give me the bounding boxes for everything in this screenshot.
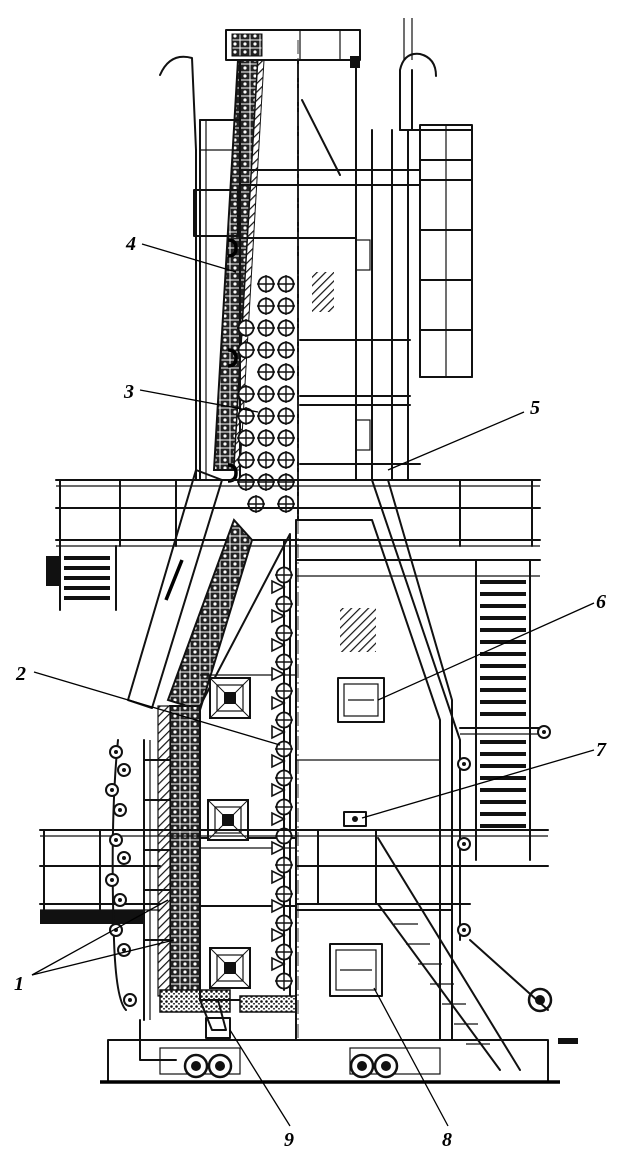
leader-3 bbox=[139, 389, 259, 413]
callout-4: 4 bbox=[125, 233, 136, 255]
callout-1: 1 bbox=[14, 973, 24, 995]
upper-shaft bbox=[212, 29, 421, 1040]
callout-9: 9 bbox=[284, 1129, 294, 1151]
callout-labels: 1 2 3 4 5 6 7 8 9 bbox=[14, 233, 607, 1151]
callout-2: 2 bbox=[15, 663, 26, 685]
callout-6: 6 bbox=[596, 591, 606, 613]
leader-5 bbox=[387, 411, 525, 471]
leader-9 bbox=[229, 1029, 291, 1127]
right-lower-chamber bbox=[295, 479, 461, 1041]
lower-body bbox=[127, 469, 297, 1039]
leader-4 bbox=[141, 243, 237, 273]
right-upper-frame bbox=[355, 18, 473, 481]
leader-6 bbox=[377, 602, 595, 701]
right-stair bbox=[459, 559, 551, 861]
callout-leaders bbox=[31, 243, 595, 1127]
leader-1b bbox=[31, 939, 175, 976]
callout-8: 8 bbox=[442, 1129, 452, 1151]
callout-5: 5 bbox=[530, 397, 540, 419]
callout-3: 3 bbox=[123, 381, 134, 403]
middle-platform bbox=[46, 479, 541, 611]
left-nozzle-array bbox=[105, 739, 471, 1061]
leader-2 bbox=[33, 671, 281, 746]
leader-8 bbox=[373, 987, 449, 1127]
leader-1a bbox=[31, 899, 169, 976]
grate-teeth-column bbox=[271, 539, 294, 991]
left-upper-frame bbox=[159, 55, 241, 483]
leader-7 bbox=[361, 749, 595, 819]
lower-platform bbox=[39, 829, 578, 1071]
callout-7: 7 bbox=[596, 739, 607, 761]
